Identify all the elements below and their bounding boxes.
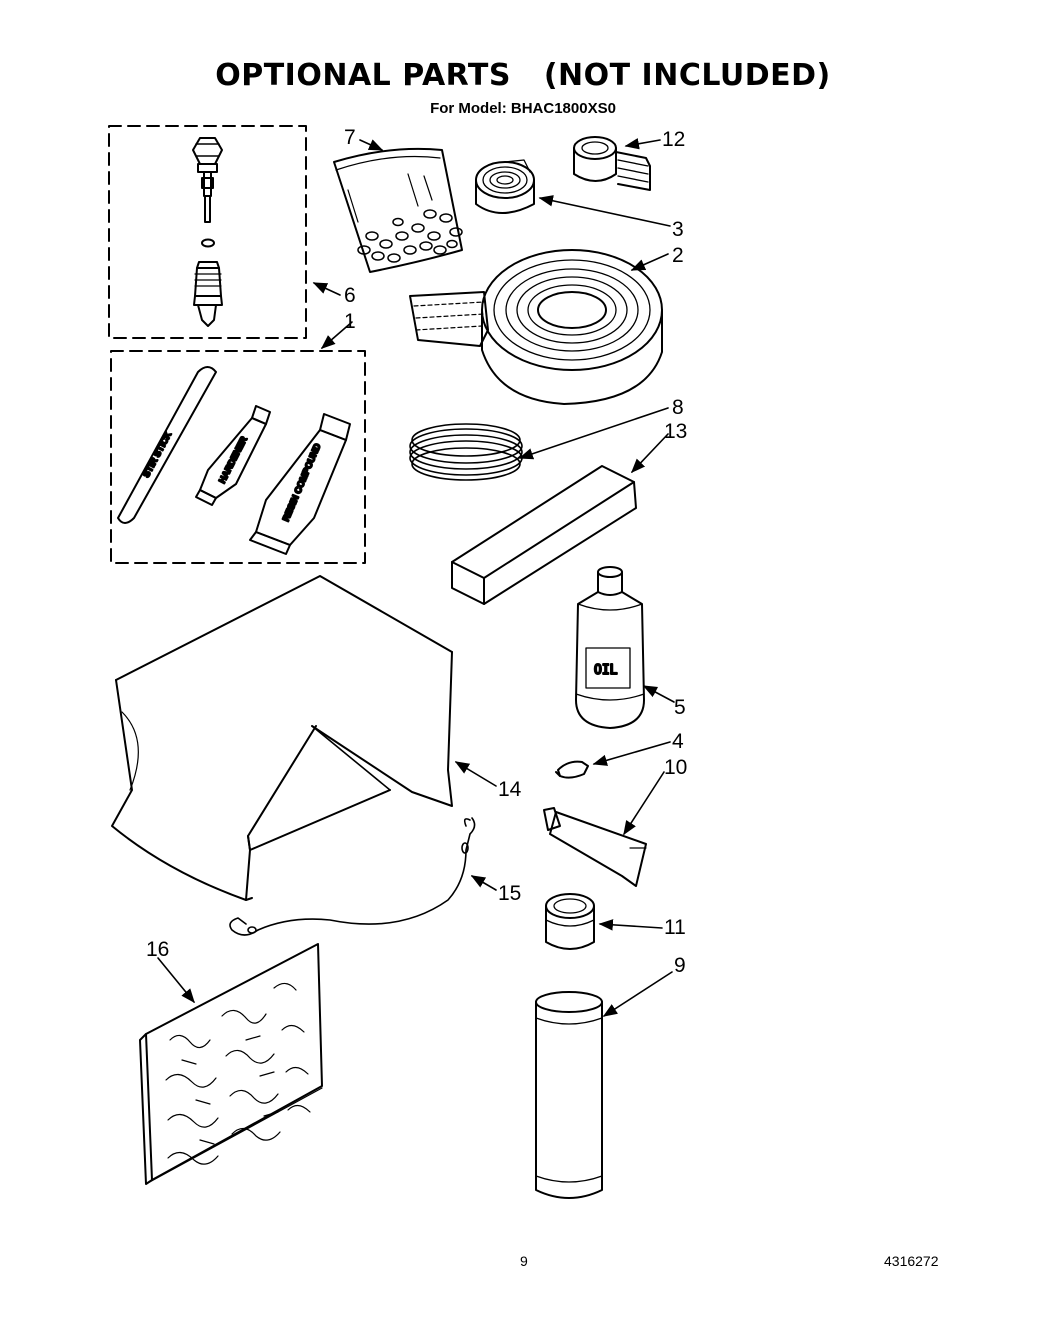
callout-15: 15	[498, 882, 521, 905]
callout-11: 11	[664, 916, 686, 939]
hardener-tube: HARDENER	[196, 406, 270, 505]
callout-1: 1	[344, 310, 356, 333]
part-6-valve-kit	[109, 126, 306, 338]
leader-lines	[158, 138, 674, 1016]
callout-6: 6	[344, 284, 356, 307]
page-title: OPTIONAL PARTS (NOT INCLUDED)	[215, 58, 831, 93]
page-number: 9	[520, 1253, 528, 1269]
part-12-tape-with-strips	[574, 137, 650, 190]
part-9-aerosol-can	[536, 992, 602, 1198]
part-16-filter-pad	[140, 944, 322, 1184]
part-11-small-can	[546, 894, 594, 949]
part-14-cover	[112, 576, 452, 900]
callout-4: 4	[672, 730, 684, 753]
callout-5: 5	[674, 696, 686, 719]
part-2-large-tape-roll	[410, 250, 662, 404]
callout-7: 7	[344, 126, 356, 149]
part-7-o-ring-bag	[334, 149, 462, 272]
callout-14: 14	[498, 778, 522, 801]
callout-12: 12	[662, 128, 685, 151]
part-3-small-tape-roll	[476, 160, 534, 213]
callout-numbers: 1 2 3 4 5 6 7 8 9 10 11 12 13 14 15 16	[146, 126, 687, 977]
hardener-label: HARDENER	[217, 434, 249, 484]
part-1-dashed-box	[111, 351, 365, 563]
callout-8: 8	[672, 396, 684, 419]
resin-compound-tube: RESIN COMPOUND	[250, 414, 350, 554]
part-6-dashed-box	[109, 126, 306, 338]
doc-number: 4316272	[884, 1253, 939, 1269]
model-subtitle: For Model: BHAC1800XS0	[430, 100, 616, 117]
oil-label: OIL	[594, 663, 618, 678]
part-15-cord	[230, 818, 475, 935]
part-5-oil-bottle: OIL	[576, 567, 644, 728]
part-4-capsule	[556, 762, 588, 778]
part-1-epoxy-kit: STIR STICK HARDENER RESIN COMPOUND	[111, 351, 365, 563]
part-8-coiled-wire	[410, 424, 522, 480]
part-10-small-tube	[544, 808, 646, 886]
callout-2: 2	[672, 244, 684, 267]
stir-stick-label: STIR STICK	[141, 430, 174, 479]
callout-10: 10	[664, 756, 687, 779]
callout-16: 16	[146, 938, 169, 961]
part-13-foam-block	[452, 466, 636, 604]
callout-9: 9	[674, 954, 686, 977]
callout-13: 13	[664, 420, 687, 443]
callout-3: 3	[672, 218, 684, 241]
